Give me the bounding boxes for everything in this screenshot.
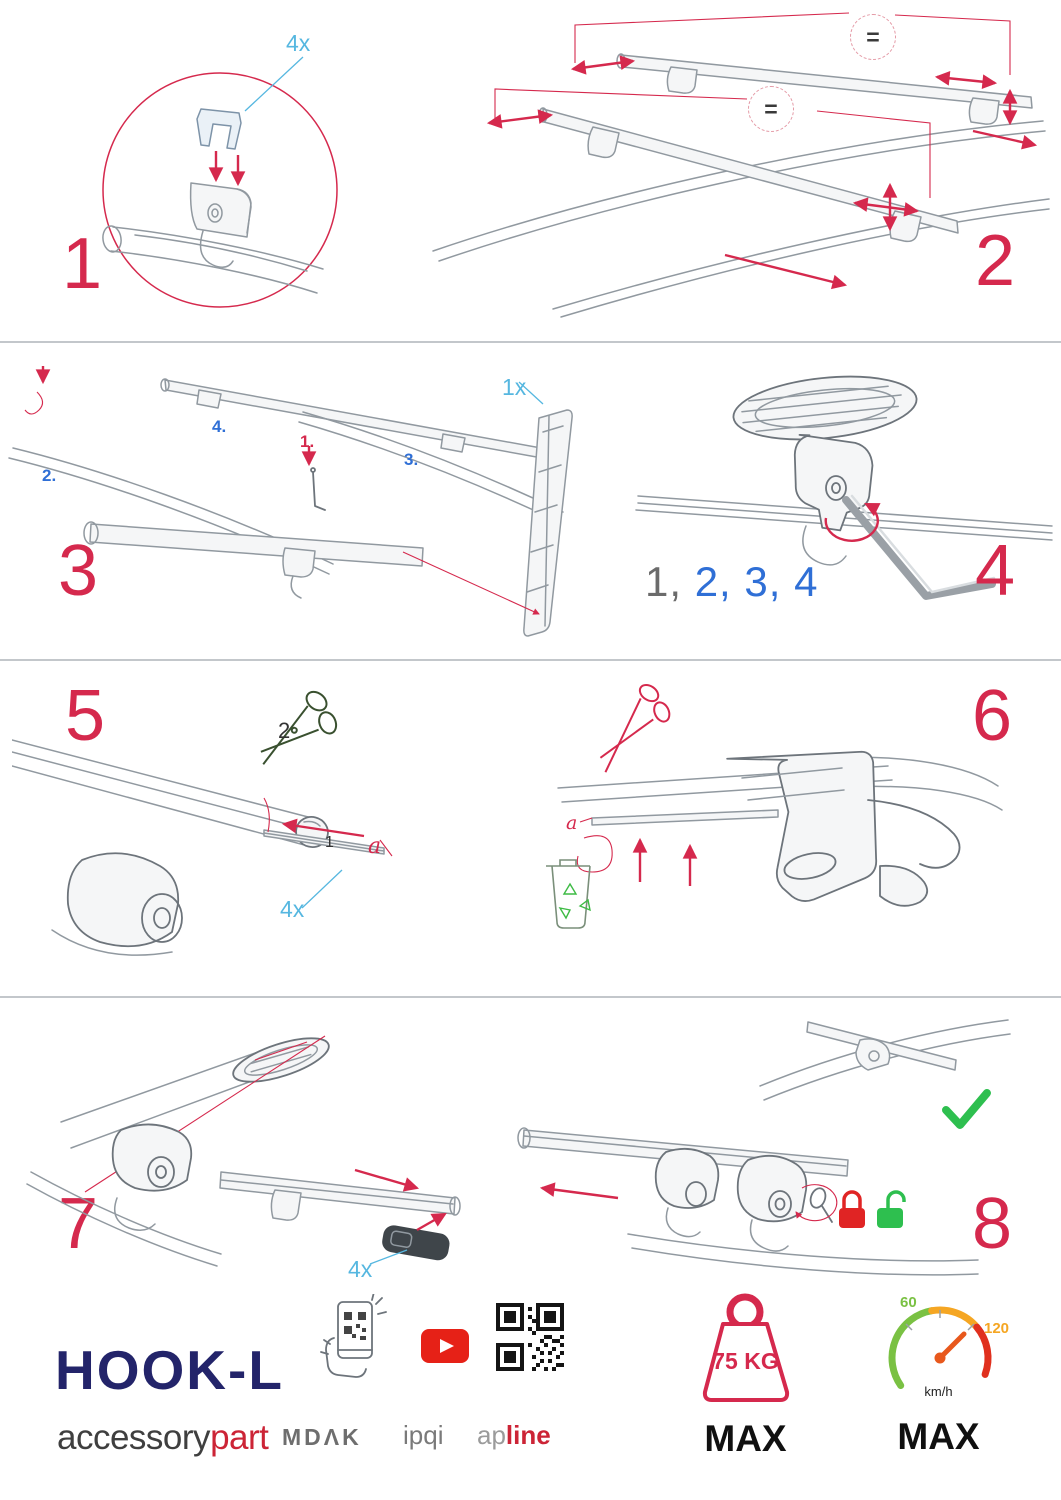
magnifier-circle <box>102 72 338 308</box>
step5-number: 5 <box>65 676 106 756</box>
qty-leader-line <box>518 381 544 405</box>
step3-substep4: 4. <box>212 417 227 436</box>
weight-max-label: MAX <box>704 1418 787 1459</box>
product-name: HOOK-L <box>55 1339 284 1401</box>
step3-substep2: 2. <box>42 466 57 485</box>
brand-prefix: accessory <box>57 1418 211 1457</box>
allen-key <box>312 471 326 511</box>
step2-crossbar-spacing-illustration <box>432 12 1050 318</box>
slide-arrow <box>539 1182 619 1200</box>
rubber-strip <box>591 809 779 826</box>
speed-limit-gauge-icon <box>888 1306 992 1389</box>
qr-code <box>496 1303 564 1371</box>
qty-leader-line <box>301 869 343 909</box>
slide-arrow <box>724 253 848 290</box>
speed-max-label: MAX <box>897 1416 980 1457</box>
measure-arrow <box>570 55 636 75</box>
gauge-needle <box>937 1331 967 1361</box>
rotate-arrow <box>824 502 881 542</box>
step6-cut-discard-strip-illustration <box>546 683 1003 929</box>
step4-tighten-sequence: 1, 2, 3, 4 <box>645 558 818 606</box>
cap-insert-arrow <box>354 1168 420 1192</box>
recycle-icon <box>558 882 591 920</box>
gauge-max-label: 120 <box>984 1320 1010 1337</box>
step4-tighten-clamp-illustration <box>635 375 1053 600</box>
logo-apline: apline <box>477 1420 551 1451</box>
equals-symbol: = <box>866 23 880 50</box>
step4-number: 4 <box>975 531 1016 611</box>
step7-quantity-label: 4x <box>348 1256 373 1282</box>
equals-symbol: = <box>764 95 778 122</box>
separator-line <box>0 996 1061 998</box>
cap-insert-arrow <box>416 1212 447 1232</box>
u-bracket-part <box>196 108 242 150</box>
weight-limit-icon <box>702 1293 790 1402</box>
step5-cut-rubber-strip-illustration <box>12 690 393 956</box>
measure-arrow <box>486 109 554 129</box>
logo-mdak: MDΛK <box>282 1424 362 1450</box>
fairing-position-leader <box>402 551 540 615</box>
step2-number: 2 <box>975 221 1016 301</box>
scissors-icon <box>599 683 671 773</box>
sequence-first: 1, <box>645 558 683 605</box>
scan-phone-icon <box>320 1294 387 1378</box>
step7-number: 7 <box>58 1184 99 1264</box>
step3-assembly-order-illustration <box>8 366 573 637</box>
step5-scissors-label: 2 <box>278 718 291 743</box>
trash-bin-icon <box>546 859 591 929</box>
lock-closed-icon <box>839 1190 865 1228</box>
youtube-icon <box>421 1329 469 1363</box>
scissors-icon <box>260 690 338 765</box>
logo-ipqi: ipqi <box>403 1420 444 1450</box>
step3-substep1: 1. <box>300 432 315 451</box>
step3-substep3: 3. <box>404 450 419 469</box>
step1-number: 1 <box>62 224 103 304</box>
cut-strip-curl <box>576 835 613 873</box>
step3-quantity-label: 1x <box>502 374 527 400</box>
step5-strip-label: 1 <box>325 834 334 851</box>
key-icon <box>809 1187 827 1209</box>
step8-lock-check-illustration <box>517 1019 1011 1276</box>
brand-suffix: part <box>210 1418 269 1457</box>
step5-a-label: a <box>368 834 382 859</box>
sequence-rest: 2, 3, 4 <box>682 558 819 605</box>
apline-suffix: line <box>505 1420 551 1450</box>
wind-fairing-part <box>523 409 573 637</box>
speed-unit-label: km/h <box>924 1384 953 1399</box>
brand-wordmark: accessorypart <box>57 1418 269 1458</box>
step1-quantity-label: 4x <box>286 30 311 56</box>
apline-prefix: ap <box>477 1420 506 1450</box>
gauge-min-label: 60 <box>900 1294 917 1311</box>
step1-clamp-detail-illustration <box>102 56 338 308</box>
slide-arrow <box>972 129 1038 150</box>
step7-end-cap-illustration <box>26 1035 461 1267</box>
measure-arrow <box>934 70 998 90</box>
qty-leader-line <box>369 1249 408 1265</box>
hook-bracket-part <box>726 750 878 902</box>
qty-leader-line <box>244 56 304 112</box>
step6-number: 6 <box>972 676 1013 756</box>
separator-line <box>0 341 1061 343</box>
equal-distance-badge: = <box>748 86 794 132</box>
checkmark-icon <box>942 1089 991 1129</box>
rotate-arrow <box>795 1184 838 1222</box>
weight-limit-value: 75 KG <box>712 1348 779 1374</box>
separator-line <box>0 659 1061 661</box>
end-cap-part <box>382 1225 450 1261</box>
step3-number: 3 <box>58 531 99 611</box>
lock-open-icon <box>877 1190 906 1228</box>
equal-distance-badge: = <box>850 14 896 60</box>
step6-a-label: a <box>566 812 578 834</box>
strip-insert-arrow <box>281 818 365 838</box>
step8-number: 8 <box>972 1184 1013 1264</box>
step5-quantity-label: 4x <box>280 896 305 922</box>
